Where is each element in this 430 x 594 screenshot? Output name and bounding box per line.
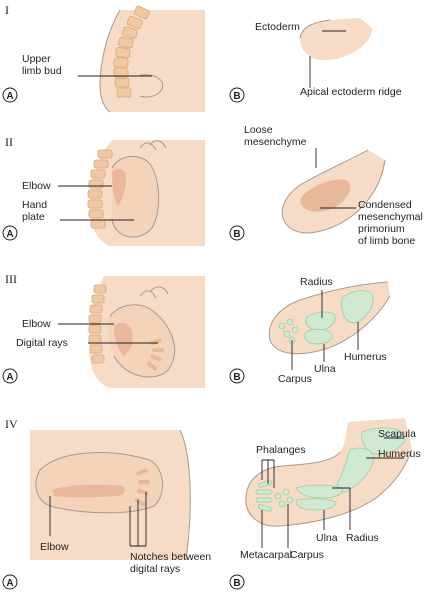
embryo-outline bbox=[99, 9, 121, 113]
label-humerus-iv: Humerus bbox=[378, 448, 421, 460]
badge-b-iii bbox=[229, 368, 245, 384]
stage-iii-panel-a: Elbow Digital rays A bbox=[2, 276, 205, 388]
badge-b-iii-text: B bbox=[233, 372, 240, 383]
stage-ii-panel-b: Loose mesenchyme Condensed mesenchymal p… bbox=[229, 124, 423, 247]
label-metacarpal: Metacarpal bbox=[240, 549, 292, 561]
humerus-iv bbox=[336, 447, 375, 493]
badge-a-iii bbox=[2, 368, 18, 384]
vertebral-column-ii bbox=[87, 149, 113, 229]
condensed-mesenchyme bbox=[300, 179, 351, 212]
label-carpus-iii: Carpus bbox=[278, 373, 312, 385]
vertebral-column bbox=[113, 5, 150, 98]
label-carpus-iv: Carpus bbox=[290, 549, 324, 561]
ulna-iii bbox=[304, 328, 333, 345]
badge-a-i bbox=[2, 87, 18, 103]
leader-radius-iv bbox=[332, 487, 351, 530]
stage-iii-panel-b: Radius Humerus Carpus Ulna B bbox=[229, 276, 391, 385]
carpus-iv bbox=[274, 488, 294, 508]
limb-bud-outline bbox=[139, 74, 164, 98]
label-humerus: Humerus bbox=[344, 351, 387, 363]
mesenchyme-ii bbox=[112, 168, 126, 206]
stage-iv-panel-b: Phalanges Scapula Humerus Metacarpal Car… bbox=[229, 418, 421, 590]
label-limb-bone: of limb bone bbox=[358, 235, 415, 247]
label-notches: Notches between bbox=[130, 551, 211, 563]
badge-b-ii-text: B bbox=[233, 229, 240, 240]
stage-i-panel-b: Ectoderm Apical ectoderm ridge B bbox=[229, 18, 402, 103]
vertebral-column-iii bbox=[88, 284, 107, 364]
label-digital-rays-iv: digital rays bbox=[130, 563, 180, 575]
label-radius: Radius bbox=[300, 276, 333, 288]
stage-iv-panel-a: Elbow Notches between digital rays A bbox=[2, 429, 211, 590]
radius-iii bbox=[305, 311, 336, 331]
label-upper: Upper bbox=[22, 53, 51, 65]
badge-a-ii-text: A bbox=[6, 229, 13, 240]
radius-iv bbox=[295, 484, 343, 499]
badge-a-iv bbox=[2, 574, 18, 590]
label-ulna-iv: Ulna bbox=[316, 532, 338, 544]
leader-phalanges bbox=[261, 459, 275, 488]
label-condensed: Condensed bbox=[358, 199, 412, 211]
leader-notches bbox=[129, 492, 147, 547]
carpus-iii bbox=[278, 318, 299, 344]
label-plate: plate bbox=[22, 211, 45, 223]
badge-b-iv-text: B bbox=[233, 578, 240, 589]
label-apical-ridge: Apical ectoderm ridge bbox=[300, 86, 402, 98]
label-hand: Hand bbox=[22, 199, 47, 211]
label-mesenchymal: mesenchymal bbox=[358, 211, 423, 223]
stage-i-panel-a: Upper limb bud A bbox=[2, 5, 205, 113]
label-phalanges: Phalanges bbox=[256, 444, 306, 456]
mesenchyme-iv bbox=[52, 484, 125, 498]
badge-a-iii-text: A bbox=[6, 372, 13, 383]
badge-b-ii bbox=[229, 225, 245, 241]
label-ulna-iii: Ulna bbox=[314, 363, 336, 375]
badge-a-i-text: A bbox=[6, 91, 13, 102]
stage-ii-panel-a: Elbow Hand plate A bbox=[2, 140, 205, 246]
label-digital-rays: Digital rays bbox=[16, 337, 68, 349]
stage-numeral-iv: IV bbox=[5, 417, 18, 431]
badge-a-iv-text: A bbox=[6, 578, 13, 589]
mesenchyme-iii bbox=[114, 322, 133, 356]
label-radius-iv: Radius bbox=[346, 532, 379, 544]
badge-b-i bbox=[229, 87, 245, 103]
label-ectoderm: Ectoderm bbox=[255, 21, 300, 33]
vessel-lines bbox=[139, 140, 167, 151]
label-primorium: primorium bbox=[358, 223, 405, 235]
bud-section bbox=[300, 18, 372, 61]
limb-outline-iv bbox=[35, 452, 163, 513]
label-elbow-iii: Elbow bbox=[22, 318, 51, 330]
ulna-iv bbox=[295, 498, 337, 511]
badge-a-ii bbox=[2, 225, 18, 241]
label-scapula: Scapula bbox=[378, 428, 416, 440]
stage-numeral-i: I bbox=[5, 3, 9, 17]
stage-numeral-iii: III bbox=[5, 272, 17, 286]
digital-rays-iii bbox=[146, 338, 164, 371]
badge-b-iv bbox=[229, 574, 245, 590]
badge-b-i-text: B bbox=[233, 91, 240, 102]
label-limb-bud: limb bud bbox=[22, 65, 62, 77]
label-loose: Loose bbox=[244, 124, 273, 136]
label-mesenchyme: mesenchyme bbox=[244, 136, 307, 148]
label-elbow-iv: Elbow bbox=[40, 541, 69, 553]
label-elbow-ii: Elbow bbox=[22, 180, 51, 192]
humerus-iii bbox=[341, 290, 374, 324]
metacarpals-phalanges bbox=[255, 480, 273, 512]
stage-numeral-ii: II bbox=[5, 135, 13, 149]
ectoderm-edge bbox=[299, 19, 331, 39]
